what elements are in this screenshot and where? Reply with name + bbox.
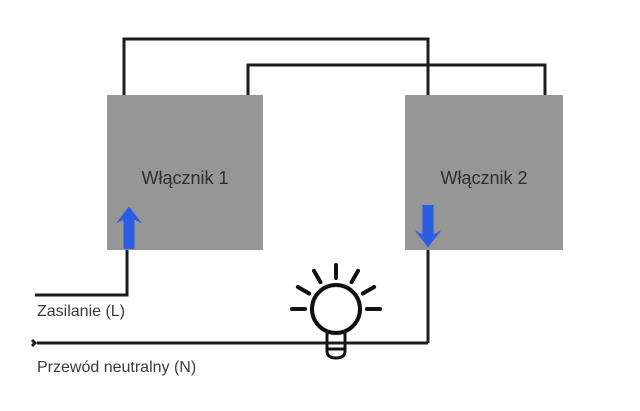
bulb-rays — [290, 263, 382, 311]
live-wire-label: Zasilanie (L) — [37, 303, 126, 320]
live-feed-wire — [35, 249, 129, 297]
neutral-wire-label: Przewód neutralny (N) — [37, 359, 197, 376]
wires — [30, 37, 547, 348]
traveler-wire-1 — [122, 37, 430, 96]
bulb-glass — [310, 283, 362, 335]
switch1-label: Włącznik 1 — [141, 168, 229, 188]
arrow-up-icon — [116, 206, 142, 249]
switch2-label: Włącznik 2 — [440, 168, 528, 188]
traveler-wire-2 — [246, 63, 547, 96]
neutral-wire-tick — [30, 338, 38, 348]
arrow-down-icon — [415, 205, 441, 248]
light-bulb-icon — [290, 263, 382, 360]
arrow-up-shape — [116, 206, 142, 249]
arrow-down-shape — [415, 205, 441, 248]
